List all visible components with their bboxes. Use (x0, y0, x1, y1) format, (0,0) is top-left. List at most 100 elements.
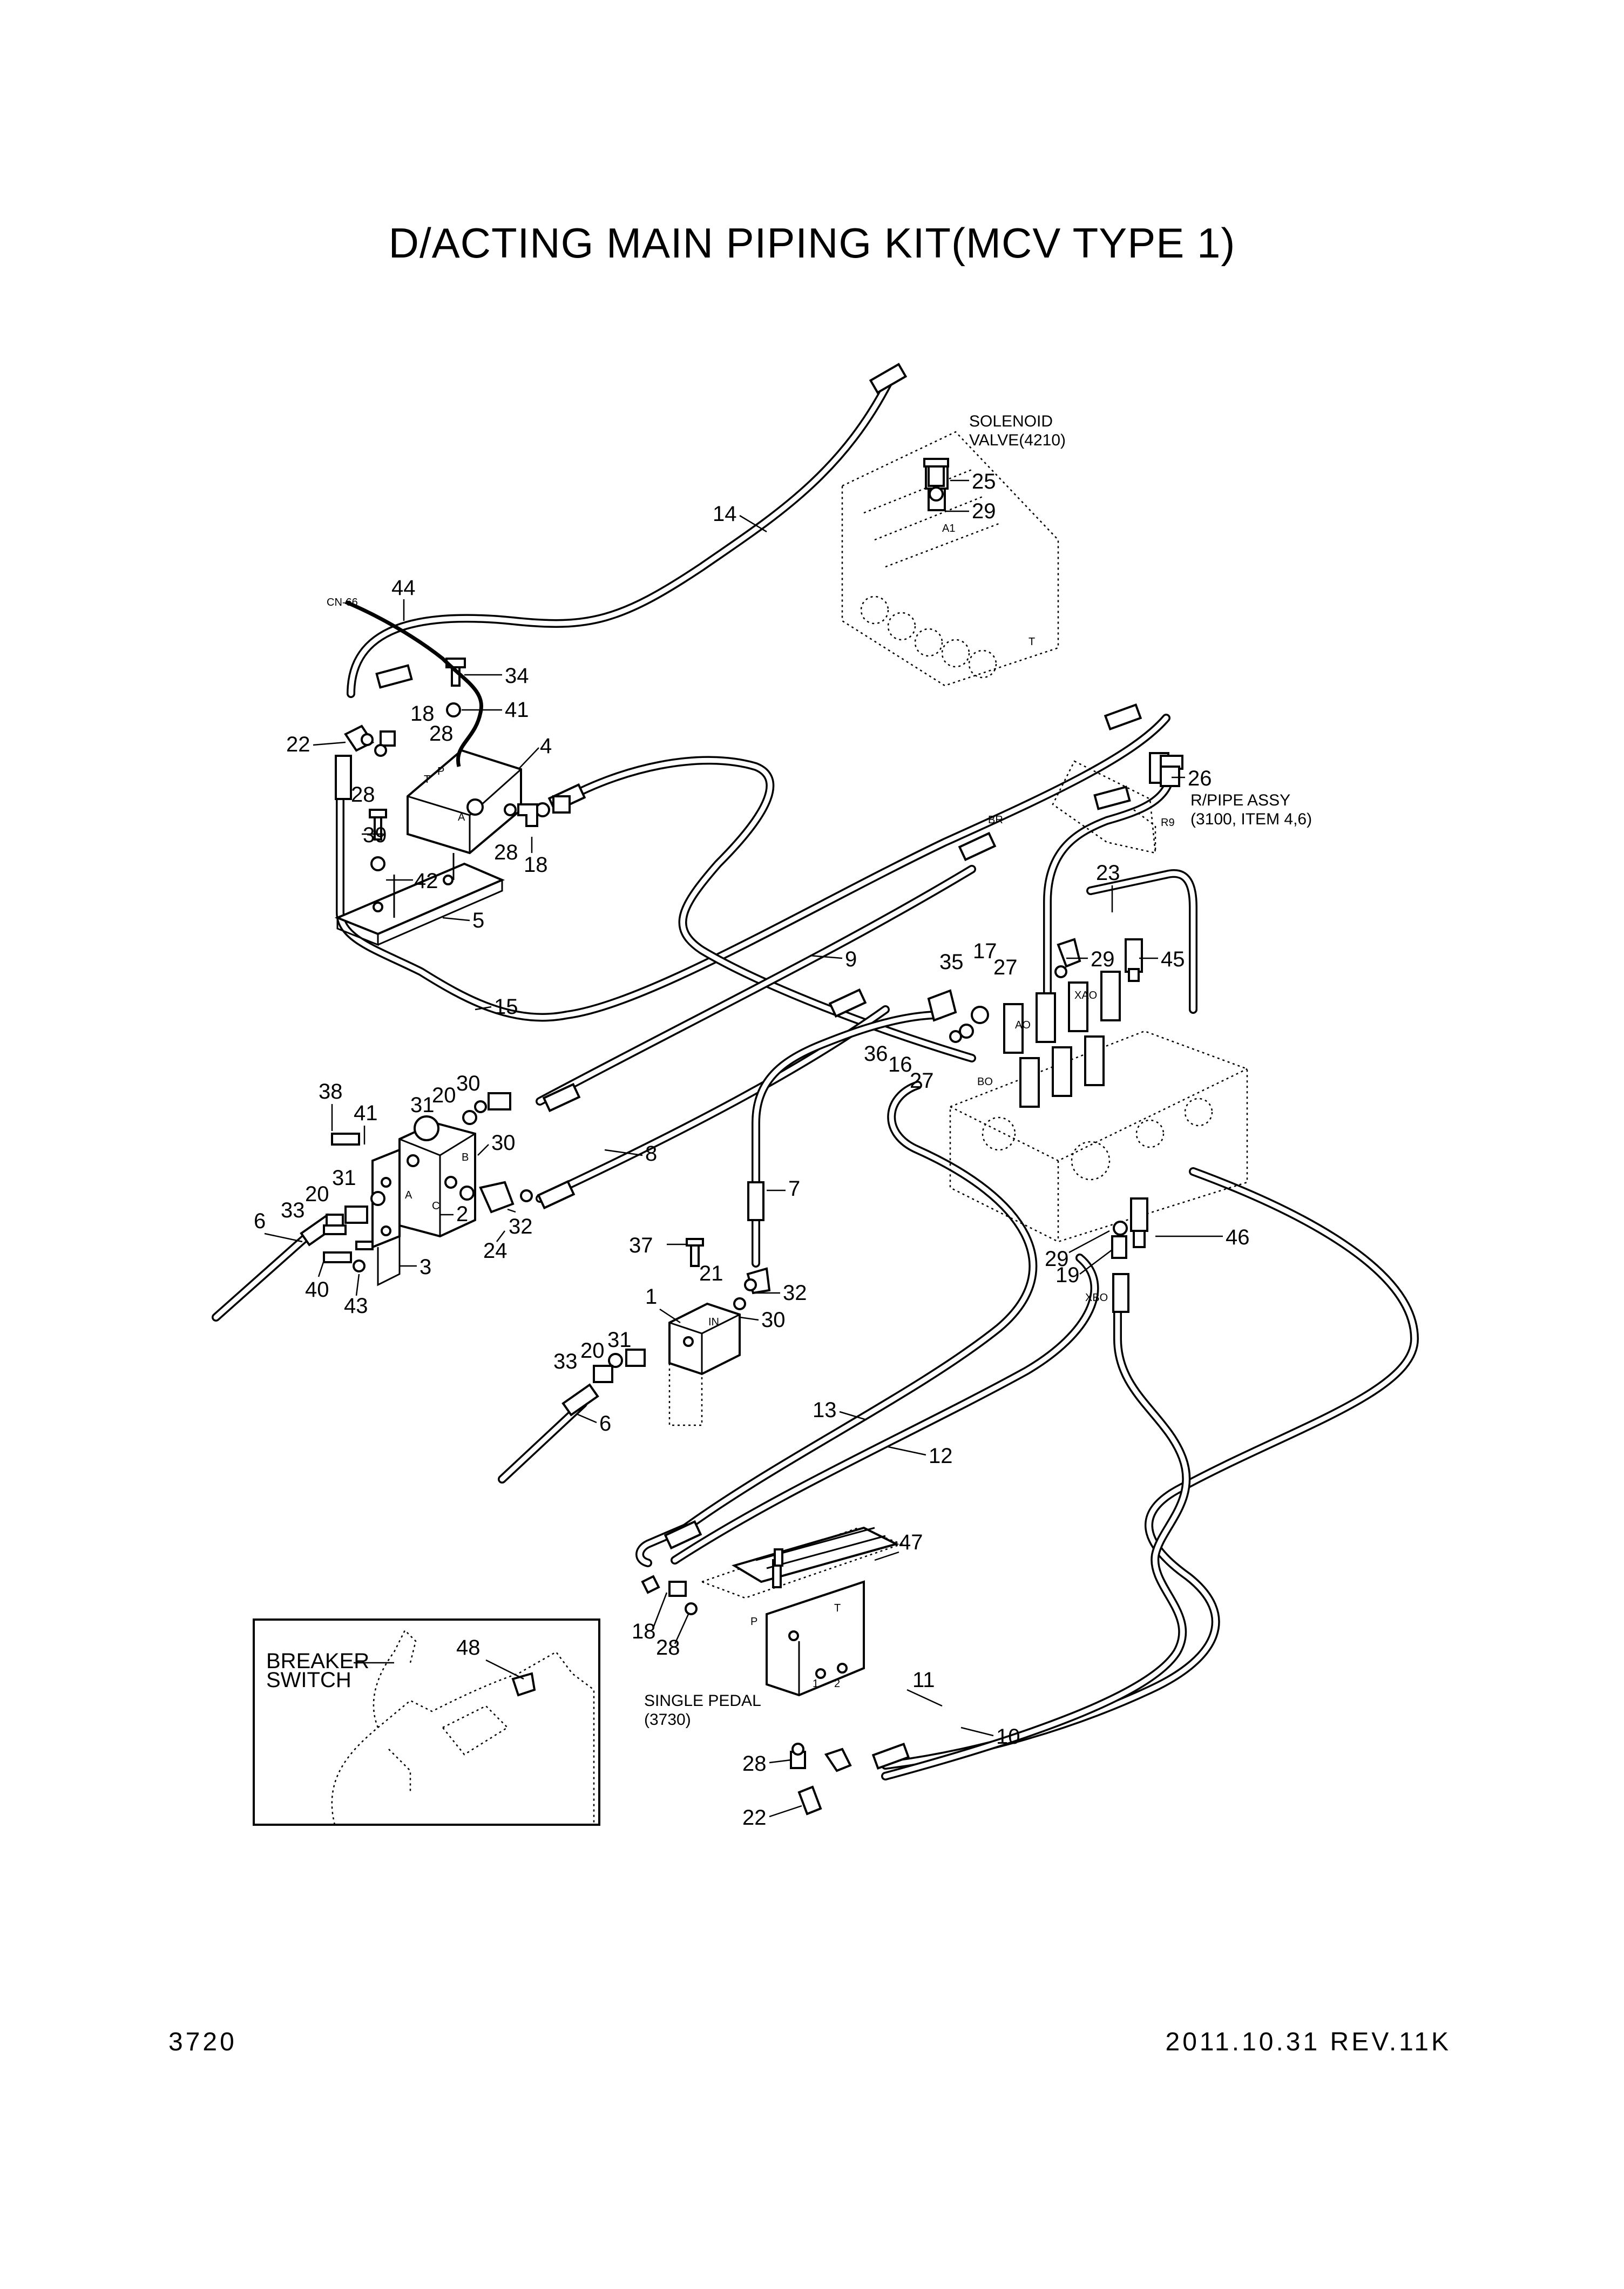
callout-10: 10 (996, 1725, 1020, 1749)
hose-pedal-p (635, 1523, 690, 1567)
callout-23: 23 (1096, 861, 1120, 885)
port-bo: BO (977, 1076, 993, 1088)
port-pedal-p: P (750, 1616, 757, 1628)
callout-8: 8 (645, 1142, 657, 1166)
hose-23-loop (1043, 762, 1197, 1014)
hose-7 (752, 1011, 944, 1268)
callout-9: 9 (845, 947, 857, 971)
callout-31-mid: 31 (332, 1166, 356, 1190)
callout-18-mid: 18 (524, 853, 548, 877)
callout-32-low: 32 (783, 1281, 807, 1305)
callout-42: 42 (414, 869, 438, 893)
callout-47: 47 (899, 1530, 923, 1554)
callout-22-top: 22 (286, 733, 310, 756)
callout-35: 35 (939, 950, 964, 974)
callout-25: 25 (972, 470, 996, 493)
single-pedal-label-1: SINGLE PEDAL (644, 1692, 761, 1710)
port-c-stop: C (432, 1200, 439, 1212)
callout-41-top: 41 (505, 698, 529, 722)
callout-28-left: 28 (351, 783, 375, 807)
callout-34: 34 (505, 664, 529, 688)
port-in: IN (708, 1316, 719, 1328)
callout-20-top: 20 (432, 1083, 456, 1107)
port-br: BR (988, 814, 1003, 826)
callout-36: 36 (864, 1042, 888, 1066)
callout-14: 14 (713, 502, 737, 526)
single-pedal: 1 2 P T (700, 1526, 904, 1697)
callout-20-low: 20 (580, 1339, 605, 1363)
callout-28-top: 28 (429, 722, 454, 746)
r-pipe-assy-label-1: R/PIPE ASSY (1190, 791, 1290, 809)
revision-date: 2011.10.31 REV.11K (1165, 2028, 1451, 2056)
callout-37: 37 (629, 1234, 653, 1257)
callout-31-low: 31 (607, 1328, 632, 1352)
callout-27-low: 27 (910, 1069, 934, 1093)
solenoid-valve-label-2: VALVE(4210) (969, 431, 1066, 449)
callout-29-mid: 29 (1091, 947, 1115, 971)
callout-43: 43 (344, 1294, 368, 1318)
hose-15 (336, 714, 1170, 1022)
callout-33-left: 33 (281, 1198, 305, 1222)
callout-30-top: 30 (456, 1072, 481, 1095)
callout-4: 4 (540, 734, 552, 758)
callout-24: 24 (483, 1239, 508, 1263)
hose-6-lower (498, 1399, 587, 1484)
hose-14 (347, 374, 895, 698)
callout-28-pedal: 28 (742, 1752, 767, 1776)
hose-sleeves (300, 363, 1142, 1770)
callout-6-left: 6 (254, 1209, 266, 1233)
block-1: IN (668, 1302, 741, 1426)
hose-11 (881, 1167, 1419, 1770)
port-t-solenoid: T (1028, 636, 1035, 648)
page-number: 3720 (168, 2028, 237, 2056)
hose-10 (881, 1291, 1191, 1780)
hose-12 (671, 1254, 1099, 1565)
callout-28-low: 28 (656, 1636, 680, 1660)
callout-44: 44 (391, 576, 416, 600)
callout-48: 48 (456, 1636, 481, 1660)
hose-long-diagonal (536, 865, 976, 1106)
mcv-spools (1003, 971, 1121, 1108)
callout-19: 19 (1055, 1263, 1080, 1287)
bracket-3 (371, 1148, 401, 1286)
callout-17: 17 (973, 939, 997, 963)
callout-31-top: 31 (410, 1093, 435, 1117)
port-pedal-2: 2 (834, 1678, 840, 1690)
port-ao: AO (1015, 1019, 1031, 1031)
callout-20-mid: 20 (305, 1182, 329, 1206)
port-r9: R9 (1161, 817, 1175, 829)
callout-16: 16 (888, 1053, 912, 1076)
port-a-stop: A (405, 1189, 412, 1201)
callout-30-mid: 30 (491, 1131, 516, 1155)
hose-9 (552, 756, 976, 1062)
connector-cn66-label: CN-66 (327, 597, 358, 608)
callouts: 25 29 14 44 34 41 18 28 22 4 28 26 39 28… (254, 470, 1250, 1830)
callout-26: 26 (1188, 767, 1212, 790)
callout-29-top: 29 (972, 499, 996, 523)
callout-7: 7 (788, 1177, 800, 1201)
callout-3: 3 (419, 1255, 431, 1279)
callout-40: 40 (305, 1278, 329, 1302)
stop-valve-block-2: A B C (398, 1115, 476, 1238)
hose-13 (681, 1081, 1038, 1532)
callout-27-top: 27 (993, 956, 1018, 979)
callout-5: 5 (472, 909, 484, 932)
breaker-switch-label-1: BREAKER (266, 1649, 369, 1673)
port-xbo: XBO (1085, 1292, 1108, 1304)
callout-1: 1 (645, 1285, 657, 1309)
main-control-valve: XAO AO BO XBO (949, 971, 1248, 1304)
port-xao: XAO (1074, 990, 1097, 1001)
callout-29-low: 29 (1045, 1247, 1069, 1271)
callout-18-low: 18 (632, 1620, 656, 1643)
port-a1: A1 (942, 523, 955, 534)
mounting-bracket-5 (334, 853, 505, 946)
port-t-block: T (424, 774, 430, 785)
solenoid-valve: T (841, 431, 1059, 687)
port-b-stop: B (462, 1152, 469, 1163)
callout-39: 39 (363, 823, 387, 847)
callout-2: 2 (456, 1202, 468, 1226)
port-a-block: A (458, 811, 465, 823)
callout-21: 21 (699, 1262, 723, 1285)
